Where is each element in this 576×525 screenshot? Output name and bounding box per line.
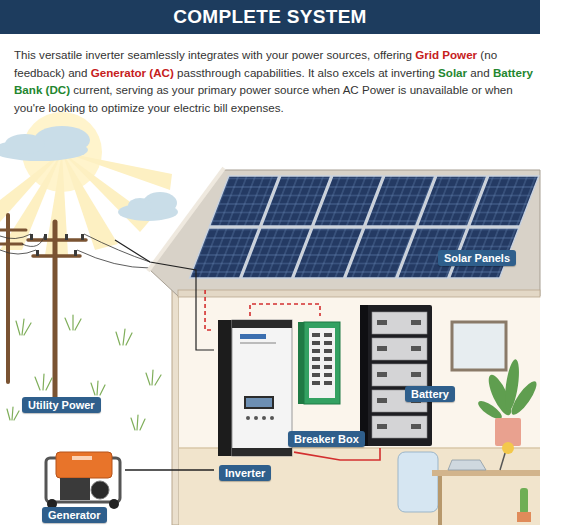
generator: Generator (38, 445, 125, 523)
highlight-text: Solar (438, 66, 467, 79)
highlight-text: Generator (AC) (91, 66, 174, 79)
component-label: Solar Panels (438, 250, 516, 266)
body-text: This versatile inverter seamlessly integ… (14, 48, 412, 61)
solar-panels: Solar Panels (190, 172, 540, 290)
power-wire (115, 240, 214, 350)
inverter: Inverter (214, 316, 294, 482)
power-wire (250, 304, 320, 316)
power-wire (294, 448, 380, 460)
component-label: Utility Power (22, 397, 101, 413)
component-label: Inverter (219, 465, 271, 481)
component-label: Breaker Box (288, 431, 365, 447)
battery: Battery (355, 302, 458, 448)
highlight-text: Grid Power (415, 48, 477, 61)
body-text: current, serving as your primary power s… (14, 83, 513, 114)
component-label: Generator (42, 507, 107, 523)
power-wire (125, 469, 214, 470)
title-band: COMPLETE SYSTEM (0, 0, 540, 34)
component-label: Battery (405, 386, 455, 402)
body-text: passthrough capabilities. It also excels… (177, 66, 435, 79)
intro-paragraph: This versatile inverter seamlessly integ… (14, 46, 546, 116)
utility-power: Utility Power (15, 222, 115, 414)
breaker-box: Breaker Box (296, 316, 368, 448)
body-text: and (470, 66, 489, 79)
power-wire (205, 290, 214, 330)
title: COMPLETE SYSTEM (0, 0, 540, 34)
